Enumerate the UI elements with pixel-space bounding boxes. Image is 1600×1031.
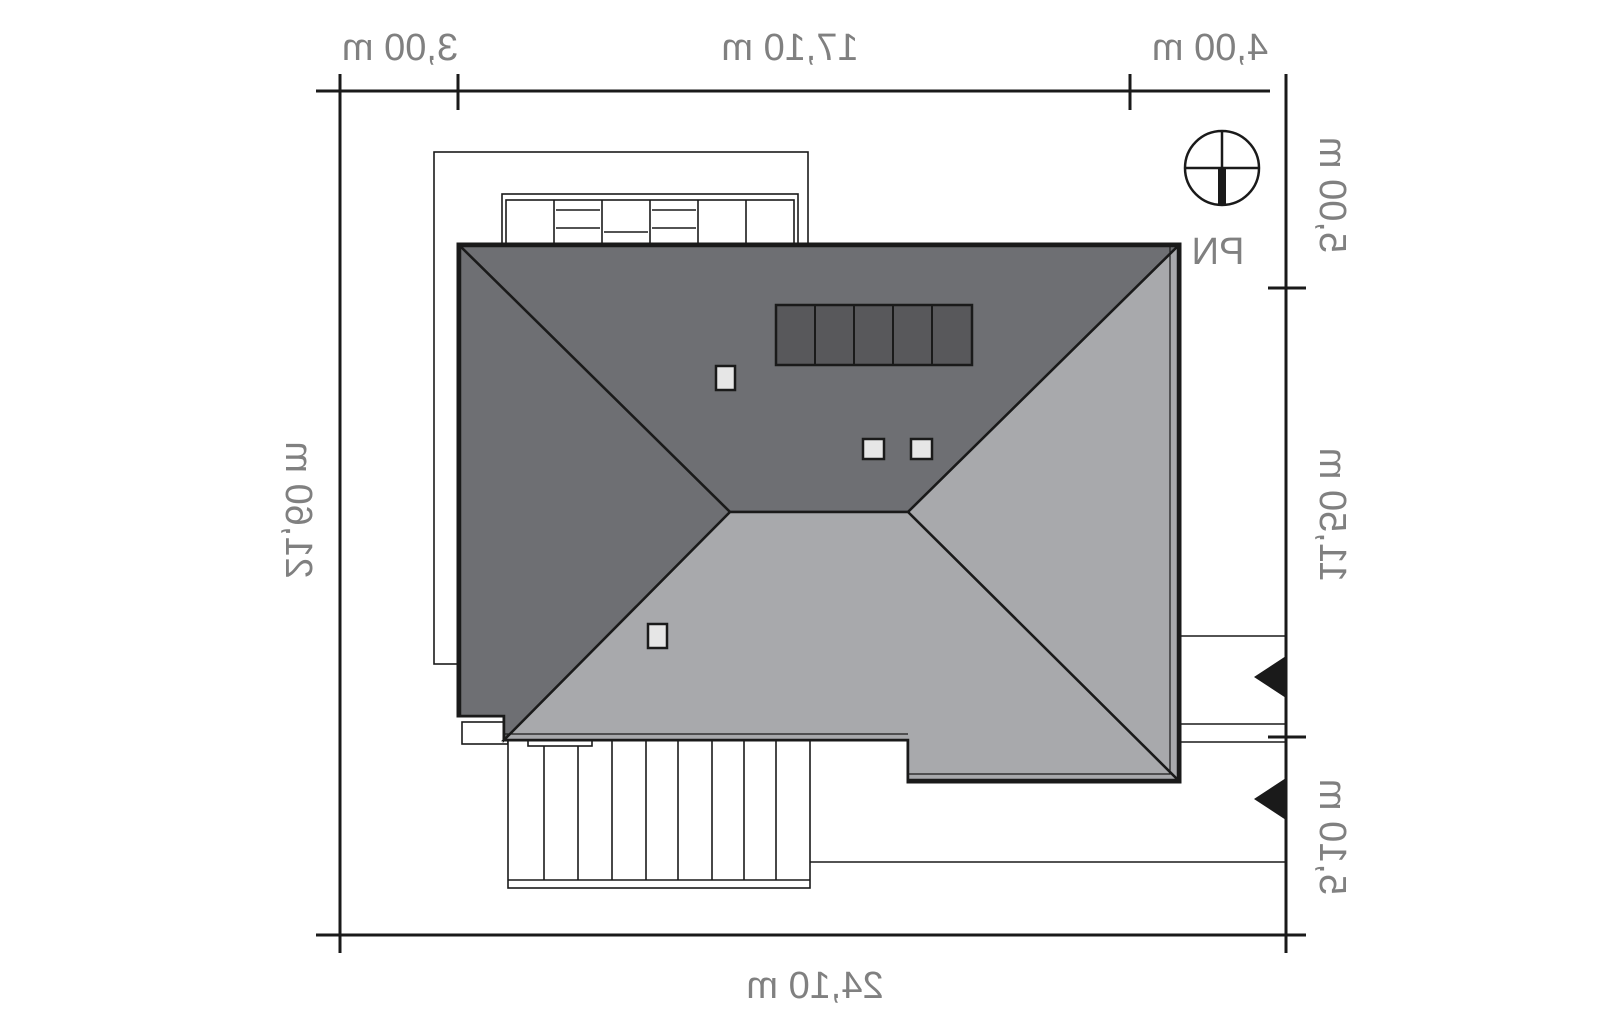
dim-bottom: 24,10 m <box>746 965 883 1007</box>
north-arrow-icon <box>1183 129 1261 207</box>
solar-panels <box>774 303 974 367</box>
rear-pergola <box>505 199 795 245</box>
chimney-2 <box>861 437 886 461</box>
roof-slope-left <box>458 243 732 744</box>
roof <box>456 242 1182 784</box>
dim-left: 21,60 m <box>277 441 319 578</box>
chimney-1 <box>714 364 737 392</box>
roof-slope-front <box>501 510 1182 782</box>
dim-top-right: 4,00 m <box>1152 27 1268 69</box>
compass-label: PN <box>1192 231 1245 273</box>
dim-right-top: 5,00 m <box>1311 137 1353 253</box>
chimney-4 <box>646 622 669 650</box>
dim-right-bottom: 5,10 m <box>1311 779 1353 895</box>
triangle-marker-icon <box>1254 778 1286 820</box>
dim-top-left: 3,00 m <box>342 27 458 69</box>
front-pergola <box>507 737 811 889</box>
dim-right-middle: 11,50 m <box>1311 448 1353 582</box>
chimney-3 <box>909 437 934 461</box>
dim-top-middle: 17,10 m <box>721 27 858 69</box>
triangle-marker-icon <box>1254 656 1286 698</box>
